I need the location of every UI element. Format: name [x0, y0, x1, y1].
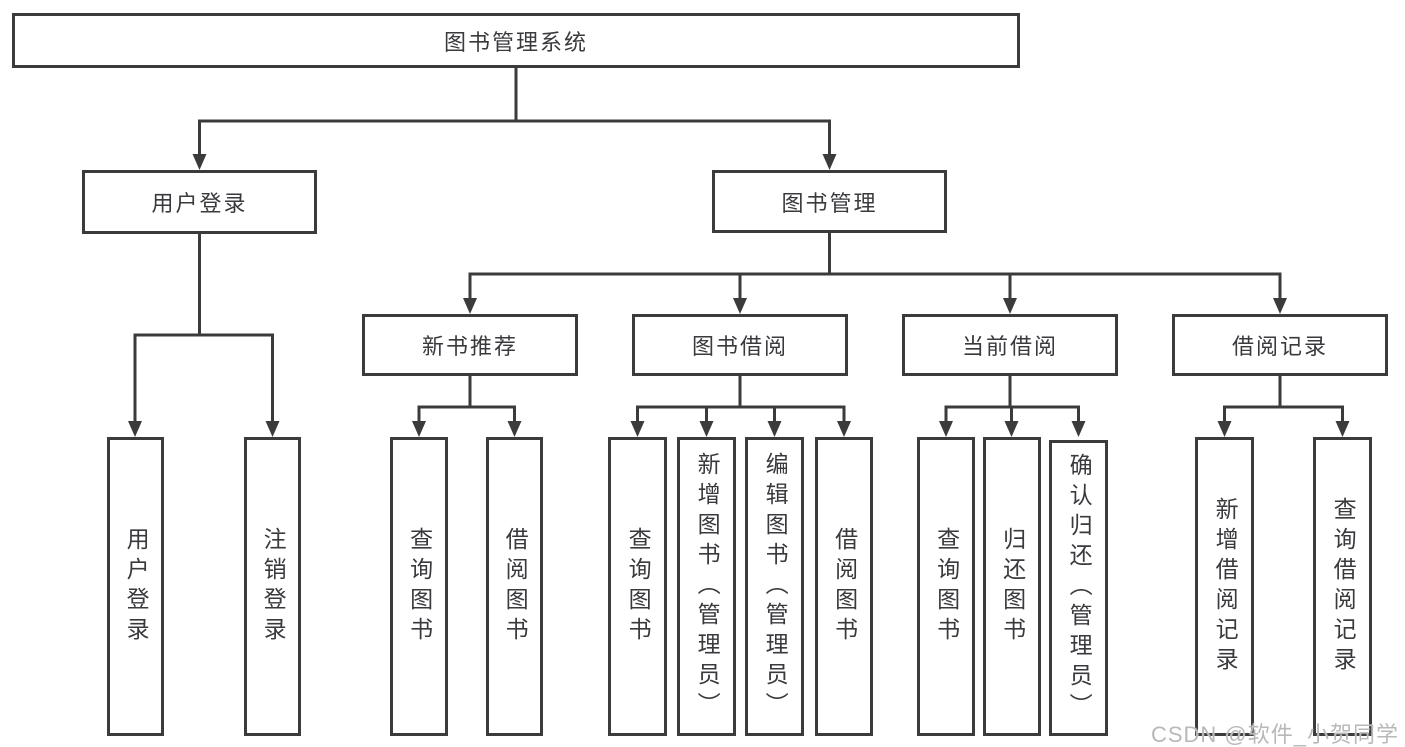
node-label: 查询借阅记录 [1330, 496, 1357, 677]
node-label: 用户登录 [151, 191, 248, 216]
node-label: 图书借阅 [691, 334, 788, 359]
node-label: 新增图书（管理员） [694, 451, 721, 722]
node-book-borrow: 图书借阅 [632, 314, 848, 376]
node-label: 新增借阅记录 [1212, 496, 1239, 677]
leaf-return-books: 归还图书 [983, 437, 1041, 736]
node-label: 查询图书 [406, 526, 433, 647]
leaf-confirm-return-admin: 确认归还（管理员） [1049, 440, 1108, 736]
leaf-search-books-recommend: 查询图书 [390, 437, 448, 736]
node-label: 借阅记录 [1231, 334, 1328, 359]
node-book-management: 图书管理 [712, 170, 947, 233]
node-label: 查询图书 [933, 526, 960, 647]
node-label: 借阅图书 [831, 526, 858, 647]
leaf-borrow-books: 借阅图书 [815, 437, 873, 736]
node-library-management-system: 图书管理系统 [12, 13, 1020, 68]
node-label: 确认归还（管理员） [1066, 453, 1093, 723]
leaf-search-books-current: 查询图书 [917, 437, 975, 736]
leaf-add-books-admin: 新增图书（管理员） [677, 437, 736, 736]
leaf-search-borrow-record: 查询借阅记录 [1313, 437, 1372, 736]
node-user-login: 用户登录 [82, 170, 317, 234]
node-label: 新书推荐 [421, 334, 518, 359]
leaf-user-login: 用户登录 [107, 437, 164, 736]
node-label: 借阅图书 [502, 526, 529, 647]
node-label: 当前借阅 [961, 334, 1058, 359]
node-label: 图书管理 [781, 190, 878, 216]
leaf-borrow-books-recommend: 借阅图书 [486, 437, 543, 736]
node-label: 注销登录 [260, 526, 287, 647]
leaf-search-books-borrow: 查询图书 [608, 437, 667, 736]
node-new-book-recommend: 新书推荐 [362, 314, 578, 376]
leaf-add-borrow-record: 新增借阅记录 [1195, 437, 1254, 736]
csdn-watermark: CSDN @软件_小贺同学 [1150, 722, 1399, 747]
node-current-borrow: 当前借阅 [902, 314, 1118, 376]
leaf-edit-books-admin: 编辑图书（管理员） [745, 437, 804, 736]
node-label: 查询图书 [625, 526, 652, 647]
node-label: 用户登录 [123, 526, 150, 647]
node-borrow-record: 借阅记录 [1172, 314, 1388, 376]
node-label: 编辑图书（管理员） [762, 451, 789, 722]
leaf-logout: 注销登录 [244, 437, 301, 736]
node-label: 图书管理系统 [443, 29, 588, 55]
node-label: 归还图书 [999, 526, 1026, 647]
